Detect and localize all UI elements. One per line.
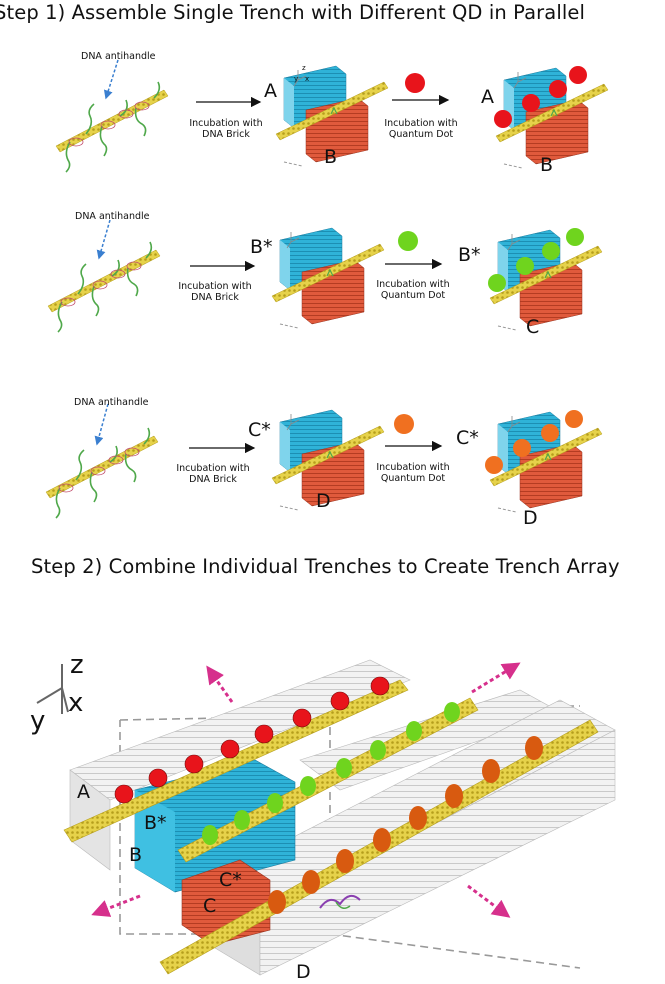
row2-face-bstar-qd: B*: [458, 244, 481, 266]
row2-quantum-dot: [398, 231, 418, 251]
row2-antihandle-strand: [47, 241, 161, 333]
step1-title: Step 1) Assemble Single Trench with Diff…: [0, 1, 585, 24]
row2-qd-label: Incubation with Quantum Dot: [376, 279, 450, 301]
row1-qd-label: Incubation with Quantum Dot: [384, 118, 458, 140]
step2-face-c: C: [203, 895, 217, 917]
step2-face-a: A: [77, 781, 90, 803]
row2-antihandle-label: DNA antihandle: [75, 211, 150, 222]
row2-face-c-qd: C: [526, 316, 540, 338]
step2-axis-x: x: [68, 688, 84, 718]
row3-qd-label: Incubation with Quantum Dot: [376, 462, 450, 484]
row1-brick-label: Incubation with DNA Brick: [189, 118, 263, 140]
row1-antihandle-label: DNA antihandle: [81, 51, 156, 62]
step2-title: Step 2) Combine Individual Trenches to C…: [31, 555, 620, 578]
step2-face-b: B: [129, 844, 143, 866]
row1-antihandle-strand: [55, 81, 169, 173]
step2-axis-y: y: [30, 706, 46, 736]
row3-face-d: D: [316, 490, 331, 512]
row1-quantum-dot: [405, 73, 425, 93]
step2-face-d: D: [296, 961, 311, 983]
row3-face-cstar-qd: C*: [456, 427, 479, 449]
row2-trench: [271, 227, 385, 329]
row3-brick-label: Incubation with DNA Brick: [176, 463, 250, 485]
row3-antihandle-label: DNA antihandle: [74, 397, 149, 408]
row1-axis-z: z: [302, 64, 306, 72]
row1-face-a-qd: A: [481, 86, 494, 108]
step2-face-cstar: C*: [219, 869, 242, 891]
row3-face-cstar: C*: [248, 419, 271, 441]
step2-face-bstar: B*: [144, 812, 167, 834]
trench-array-illustration: [36, 659, 616, 976]
step2-axis-z: z: [70, 650, 84, 680]
row1-antihandle-pointer: [103, 59, 119, 100]
row1-face-a: A: [264, 80, 277, 102]
row1-face-b-qd: B: [540, 154, 554, 176]
row3-antihandle-strand: [45, 427, 159, 519]
row1-axis-y: y: [294, 75, 299, 83]
row1-axis-x: x: [305, 75, 310, 83]
row2-brick-label: Incubation with DNA Brick: [178, 281, 252, 303]
row1-face-b: B: [324, 146, 338, 168]
row3-face-d-qd: D: [523, 507, 538, 529]
row2-face-bstar: B*: [250, 236, 273, 258]
row3-quantum-dot: [394, 414, 414, 434]
